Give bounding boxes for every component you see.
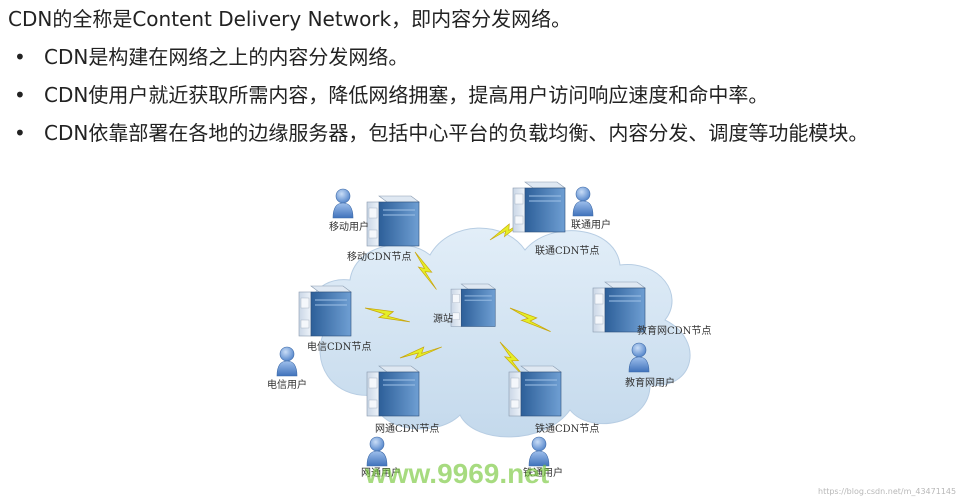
unicom-user-label: 联通用户 bbox=[571, 220, 611, 231]
server-icon bbox=[508, 365, 562, 417]
edu-user-label: 教育网用户 bbox=[625, 378, 675, 389]
telecom-user-label: 电信用户 bbox=[267, 380, 307, 391]
bullet-item: • CDN是构建在网络之上的内容分发网络。 bbox=[14, 44, 868, 82]
user-icon bbox=[572, 186, 594, 217]
server-icon bbox=[592, 281, 646, 333]
bullet-item: • CDN使用户就近获取所需内容，降低网络拥塞，提高用户访问响应速度和命中率。 bbox=[14, 82, 868, 120]
source-credit: https://blog.csdn.net/m_43471145 bbox=[818, 487, 956, 496]
netcom-node-label: 网通CDN节点 bbox=[375, 424, 440, 435]
cdn-network-diagram: 移动用户 移动CDN节点 联通用户 联通CDN节点 源站 电信CDN节点 教育网… bbox=[255, 180, 725, 500]
watermark: www.9969.net bbox=[365, 458, 550, 489]
telecom-node-label: 电信CDN节点 bbox=[307, 342, 372, 353]
server-icon bbox=[366, 195, 420, 247]
server-icon bbox=[512, 181, 566, 233]
bullet-text: CDN依靠部署在各地的边缘服务器，包括中心平台的负载均衡、内容分发、调度等功能模… bbox=[44, 121, 869, 145]
user-icon bbox=[332, 188, 354, 219]
origin-server-icon bbox=[450, 283, 496, 327]
bullet-icon: • bbox=[14, 45, 26, 69]
bullet-icon: • bbox=[14, 121, 26, 145]
server-icon bbox=[366, 365, 420, 417]
origin-label: 源站 bbox=[433, 314, 453, 325]
mobile-node-label: 移动CDN节点 bbox=[347, 252, 412, 263]
bullet-text: CDN使用户就近获取所需内容，降低网络拥塞，提高用户访问响应速度和命中率。 bbox=[44, 83, 769, 107]
bullet-item: • CDN依靠部署在各地的边缘服务器，包括中心平台的负载均衡、内容分发、调度等功… bbox=[14, 120, 868, 158]
user-icon bbox=[276, 346, 298, 377]
edu-node-label: 教育网CDN节点 bbox=[637, 326, 712, 337]
page-heading: CDN的全称是Content Delivery Network，即内容分发网络。 bbox=[8, 7, 572, 31]
bullet-text: CDN是构建在网络之上的内容分发网络。 bbox=[44, 45, 409, 69]
bullet-icon: • bbox=[14, 83, 26, 107]
mobile-user-label: 移动用户 bbox=[329, 222, 369, 233]
bullet-list: • CDN是构建在网络之上的内容分发网络。 • CDN使用户就近获取所需内容，降… bbox=[14, 44, 868, 158]
netcom-user-label: 网通用户 bbox=[361, 468, 401, 479]
railcom-user-label: 铁通用户 bbox=[523, 468, 563, 479]
unicom-node-label: 联通CDN节点 bbox=[535, 246, 600, 257]
server-icon bbox=[298, 285, 352, 337]
diagram-graphic bbox=[276, 181, 691, 467]
railcom-node-label: 铁通CDN节点 bbox=[535, 424, 600, 435]
